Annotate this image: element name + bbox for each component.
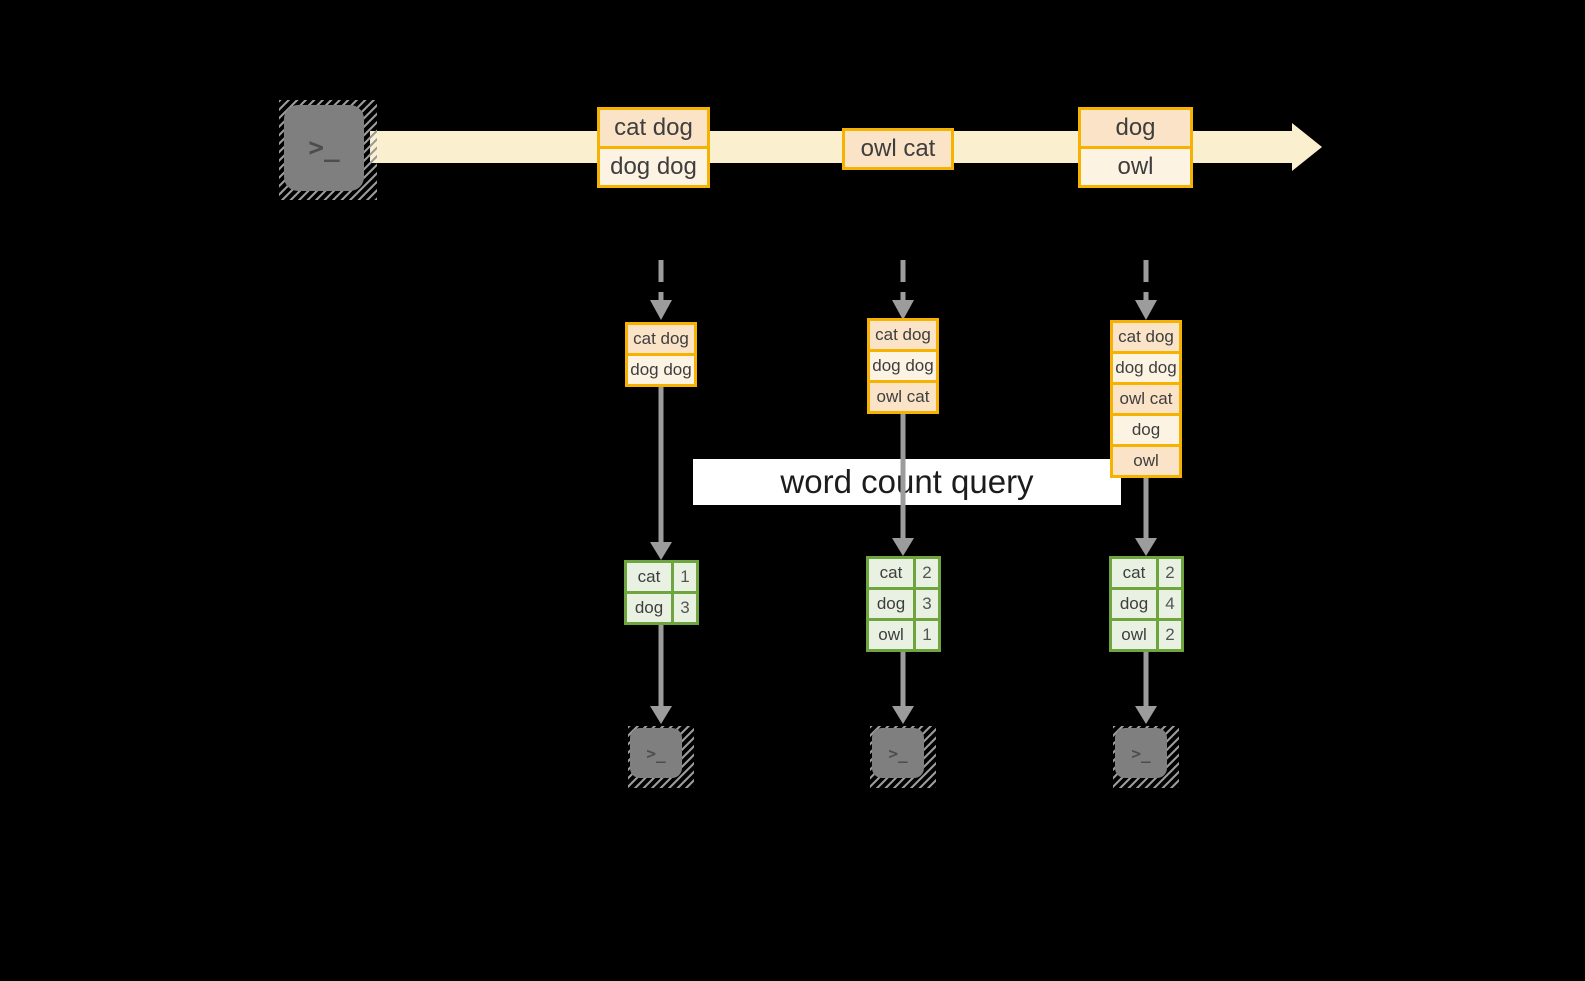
sink-terminal-hatch-3: >_	[1113, 726, 1179, 788]
word-cell: cat	[869, 559, 913, 587]
terminal-icon: >_	[1115, 728, 1167, 778]
accumulated-stack-3: cat dog dog dog owl cat dog owl	[1110, 320, 1182, 478]
table-row: owl 2	[1112, 621, 1181, 649]
table-row: cat 1	[627, 563, 696, 591]
message: dog	[1081, 110, 1190, 146]
stack-message: dog	[1113, 416, 1179, 444]
message: owl	[1081, 149, 1190, 185]
accumulated-stack-1: cat dog dog dog	[625, 322, 697, 387]
word-cell: dog	[1112, 590, 1156, 618]
stream-arrow-head	[1292, 123, 1322, 171]
stack-message: dog dog	[870, 352, 936, 380]
word-cell: dog	[627, 594, 671, 622]
query-label: word count query	[780, 463, 1034, 500]
terminal-prompt-glyph: >_	[888, 743, 908, 763]
count-cell: 2	[916, 559, 938, 587]
timeline-batch-1: cat dog dog dog	[597, 107, 710, 188]
sink-terminal-hatch-2: >_	[870, 726, 936, 788]
query-label-band: word count query	[693, 459, 1121, 505]
word-cell: owl	[1112, 621, 1156, 649]
word-cell: dog	[869, 590, 913, 618]
table-row: dog 4	[1112, 590, 1181, 618]
stack-message: cat dog	[870, 321, 936, 349]
count-cell: 2	[1159, 621, 1181, 649]
table-to-sink-arrow-head	[650, 706, 672, 724]
timeline-batch-3: dog owl	[1078, 107, 1193, 188]
stack-message: dog dog	[628, 356, 694, 384]
word-count-table-2: cat 2 dog 3 owl 1	[866, 556, 941, 652]
terminal-icon: >_	[284, 105, 364, 191]
dashed-arrow-head	[892, 300, 914, 320]
count-cell: 2	[1159, 559, 1181, 587]
stack-message: owl cat	[1113, 385, 1179, 413]
table-row: cat 2	[1112, 559, 1181, 587]
word-cell: owl	[869, 621, 913, 649]
word-cell: cat	[1112, 559, 1156, 587]
count-cell: 3	[916, 590, 938, 618]
timeline-batch-2: owl cat	[842, 128, 954, 170]
terminal-prompt-glyph: >_	[1131, 743, 1151, 763]
stack-to-table-arrow-head	[650, 542, 672, 560]
stack-to-table-arrow-head	[892, 538, 914, 556]
word-cell: cat	[627, 563, 671, 591]
sink-terminal-hatch-1: >_	[628, 726, 694, 788]
message: owl cat	[845, 131, 951, 167]
stack-message: owl	[1113, 447, 1179, 475]
table-to-sink-arrow-head	[892, 706, 914, 724]
dashed-arrow-head	[1135, 300, 1157, 320]
source-terminal-hatch: >_	[279, 100, 377, 200]
terminal-prompt-glyph: >_	[646, 743, 666, 763]
table-row: cat 2	[869, 559, 938, 587]
terminal-icon: >_	[872, 728, 924, 778]
stack-message: dog dog	[1113, 354, 1179, 382]
count-cell: 3	[674, 594, 696, 622]
count-cell: 1	[916, 621, 938, 649]
message: cat dog	[600, 110, 707, 146]
count-cell: 4	[1159, 590, 1181, 618]
stack-to-table-arrow-head	[1135, 538, 1157, 556]
stack-message: cat dog	[628, 325, 694, 353]
word-count-table-3: cat 2 dog 4 owl 2	[1109, 556, 1184, 652]
table-to-sink-arrow-head	[1135, 706, 1157, 724]
dashed-arrow-head	[650, 300, 672, 320]
terminal-prompt-glyph: >_	[308, 133, 340, 163]
table-row: owl 1	[869, 621, 938, 649]
count-cell: 1	[674, 563, 696, 591]
table-row: dog 3	[627, 594, 696, 622]
word-count-table-1: cat 1 dog 3	[624, 560, 699, 625]
stack-message: owl cat	[870, 383, 936, 411]
stack-message: cat dog	[1113, 323, 1179, 351]
message: dog dog	[600, 149, 707, 185]
terminal-icon: >_	[630, 728, 682, 778]
table-row: dog 3	[869, 590, 938, 618]
accumulated-stack-2: cat dog dog dog owl cat	[867, 318, 939, 414]
